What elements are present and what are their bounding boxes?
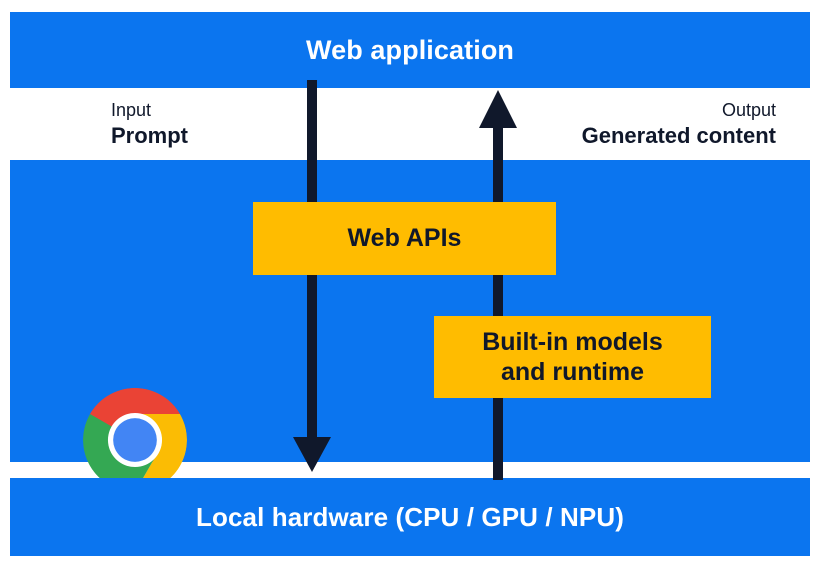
box-web-apis-label: Web APIs bbox=[347, 224, 462, 253]
band-web-application-label: Web application bbox=[305, 34, 515, 65]
box-built-in-models: Built-in models and runtime bbox=[434, 316, 711, 398]
caption-output-kicker: Output bbox=[721, 100, 776, 120]
caption-output-headline: Generated content bbox=[581, 122, 776, 148]
box-built-in-models-line2: and runtime bbox=[500, 358, 645, 386]
chrome-green-segment bbox=[83, 414, 158, 492]
band-local-hardware-label: Local hardware (CPU / GPU / NPU) bbox=[196, 501, 624, 532]
caption-input-headline: Prompt bbox=[111, 122, 188, 148]
caption-output: Output Generated content bbox=[582, 99, 776, 149]
caption-input-kicker: Input bbox=[111, 100, 152, 120]
box-web-apis: Web APIs bbox=[253, 202, 556, 275]
chrome-blue-hub bbox=[113, 418, 157, 462]
band-local-hardware: Local hardware (CPU / GPU / NPU) bbox=[10, 478, 810, 556]
band-web-application: Web application bbox=[10, 12, 810, 88]
caption-input: Input Prompt bbox=[111, 99, 188, 149]
box-built-in-models-label: Built-in models and runtime bbox=[482, 327, 663, 388]
box-built-in-models-line1: Built-in models bbox=[482, 327, 663, 356]
chrome-red-fill bbox=[89, 388, 181, 427]
chrome-logo-icon bbox=[83, 388, 187, 492]
chrome-yellow-segment bbox=[135, 414, 187, 492]
